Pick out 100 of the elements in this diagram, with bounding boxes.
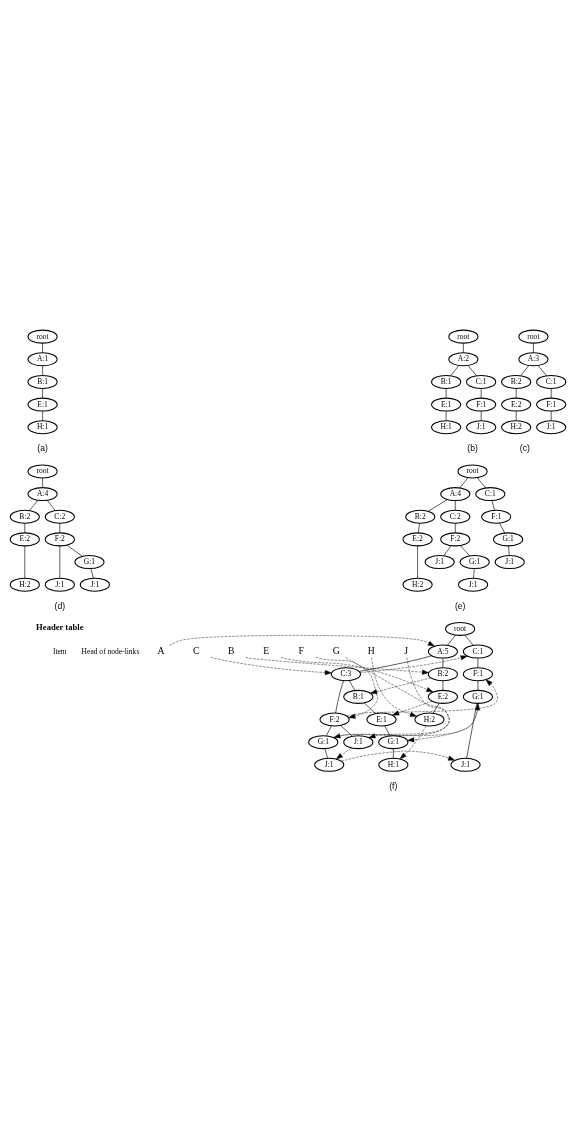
connector bbox=[442, 680, 444, 691]
connector bbox=[42, 477, 43, 488]
connector bbox=[59, 523, 61, 534]
node-text: H bbox=[367, 644, 375, 656]
arrow bbox=[169, 635, 435, 647]
connector bbox=[335, 680, 345, 714]
arrow bbox=[210, 657, 332, 676]
node-text: E bbox=[263, 644, 270, 656]
connector bbox=[29, 499, 39, 511]
connector bbox=[515, 410, 517, 421]
node-ellipse: A:2 bbox=[448, 352, 479, 367]
label: Head of node-links bbox=[81, 646, 140, 656]
arrow bbox=[315, 657, 378, 719]
arrow bbox=[370, 677, 431, 695]
node-ellipse: F:1 bbox=[536, 397, 567, 412]
connector bbox=[550, 410, 552, 421]
connector bbox=[463, 342, 464, 353]
connector bbox=[363, 702, 376, 714]
node-ellipse: E:1 bbox=[366, 712, 397, 727]
node-ellipse: C:3 bbox=[330, 667, 361, 682]
node-ellipse: C:2 bbox=[440, 509, 471, 524]
connector bbox=[445, 388, 447, 399]
connector bbox=[340, 725, 353, 737]
node-ellipse: J:1 bbox=[44, 577, 75, 592]
node-ellipse: E:1 bbox=[431, 397, 462, 412]
connector bbox=[348, 680, 356, 691]
connector bbox=[358, 655, 432, 672]
node-ellipse: B:2 bbox=[405, 509, 436, 524]
node-ellipse: J:1 bbox=[79, 577, 110, 592]
node-ellipse: E:1 bbox=[27, 397, 58, 412]
node-ellipse: C:1 bbox=[475, 487, 506, 502]
node-ellipse: G:1 bbox=[459, 555, 490, 570]
node-ellipse: J:1 bbox=[450, 757, 481, 772]
connector bbox=[477, 657, 479, 668]
connector bbox=[460, 545, 471, 557]
node-ellipse: A:4 bbox=[440, 487, 471, 502]
node-ellipse: J:1 bbox=[314, 757, 345, 772]
node-text: A bbox=[157, 644, 165, 656]
connector bbox=[42, 410, 43, 421]
connector bbox=[491, 500, 495, 511]
connector bbox=[467, 365, 477, 376]
connector bbox=[464, 634, 474, 646]
label: (b) bbox=[467, 443, 478, 454]
arrow bbox=[341, 750, 455, 762]
node-ellipse: H:2 bbox=[414, 712, 445, 727]
connector bbox=[459, 477, 469, 489]
label: (c) bbox=[519, 443, 530, 454]
node-ellipse: C:1 bbox=[536, 374, 567, 389]
arrow bbox=[336, 747, 352, 760]
node-ellipse: root bbox=[27, 329, 58, 344]
node-ellipse: H:2 bbox=[402, 577, 433, 592]
node-text: B bbox=[227, 644, 235, 656]
arrow bbox=[368, 657, 450, 739]
arrow bbox=[359, 655, 468, 673]
node-ellipse: J:1 bbox=[458, 577, 489, 592]
node-ellipse: F:1 bbox=[481, 509, 512, 524]
connector bbox=[59, 545, 61, 579]
node-text: F bbox=[298, 644, 304, 656]
connector bbox=[46, 499, 56, 511]
node-ellipse: F:2 bbox=[440, 532, 471, 547]
arrow bbox=[245, 657, 429, 675]
connector bbox=[477, 680, 479, 691]
connector bbox=[454, 523, 456, 534]
node-ellipse: H:1 bbox=[431, 420, 462, 435]
connector bbox=[326, 725, 332, 737]
connector bbox=[550, 388, 552, 399]
node-text: G bbox=[332, 644, 340, 656]
node-ellipse: B:2 bbox=[427, 667, 458, 682]
node-ellipse: root bbox=[518, 329, 549, 344]
arrow bbox=[333, 703, 480, 738]
connector bbox=[417, 545, 418, 579]
connector bbox=[499, 522, 506, 534]
arrow bbox=[371, 657, 417, 717]
node-ellipse: C:1 bbox=[466, 374, 497, 389]
node-ellipse: B:2 bbox=[9, 509, 40, 524]
label: (d) bbox=[54, 600, 66, 611]
arrow bbox=[346, 679, 498, 717]
connector bbox=[480, 410, 482, 421]
label: (e) bbox=[454, 600, 466, 611]
node-ellipse: root bbox=[448, 329, 479, 344]
node-ellipse: H:1 bbox=[27, 420, 58, 435]
node-ellipse: F:2 bbox=[44, 532, 75, 547]
node-ellipse: B:1 bbox=[431, 374, 462, 389]
connector bbox=[324, 748, 328, 759]
connector bbox=[476, 477, 486, 489]
node-ellipse: H:1 bbox=[378, 757, 409, 772]
node-text: C bbox=[192, 644, 200, 656]
connector bbox=[66, 544, 83, 557]
node-ellipse: B:1 bbox=[343, 689, 374, 704]
connector bbox=[418, 523, 420, 534]
node-ellipse: J:1 bbox=[466, 420, 497, 435]
node-ellipse: G:1 bbox=[462, 689, 493, 704]
node-ellipse: E:2 bbox=[501, 397, 532, 412]
connector bbox=[24, 545, 26, 579]
arrow bbox=[392, 701, 433, 716]
connector bbox=[428, 499, 448, 512]
connector bbox=[42, 342, 43, 353]
connector bbox=[442, 657, 444, 668]
node-ellipse: A:1 bbox=[27, 352, 58, 367]
connector bbox=[443, 545, 452, 557]
